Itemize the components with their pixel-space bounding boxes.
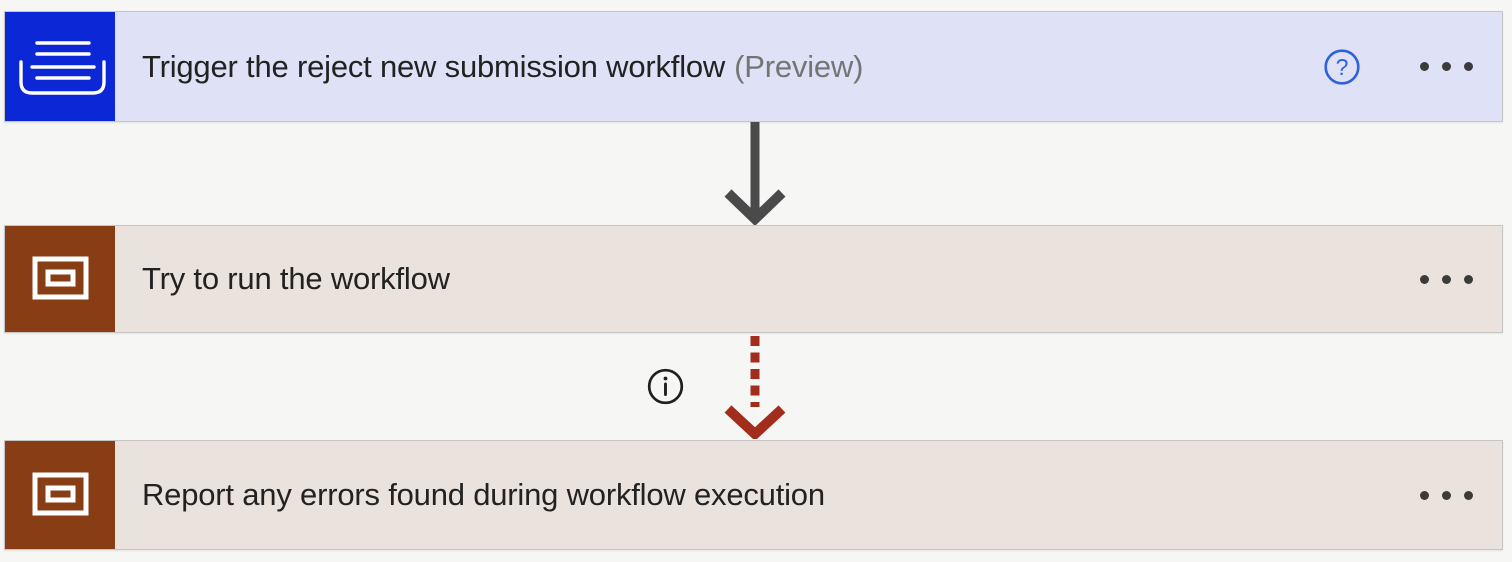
tray-trigger-icon <box>5 12 115 121</box>
scope-icon <box>5 441 115 549</box>
question-circle-icon: ? <box>1324 48 1360 85</box>
more-options-button[interactable] <box>1418 481 1475 510</box>
trigger-title-text: Trigger the reject new submission workfl… <box>142 48 726 84</box>
ellipsis-dot <box>1420 62 1429 71</box>
info-button[interactable] <box>646 367 685 406</box>
ellipsis-dot <box>1420 490 1429 500</box>
preview-label: (Preview) <box>734 48 864 84</box>
report-scope-title-text: Report any errors found during workflow … <box>142 477 825 512</box>
card-actions <box>1418 481 1475 510</box>
more-options-button[interactable] <box>1418 52 1475 81</box>
ellipsis-dot <box>1442 274 1451 284</box>
try-scope-title-text: Try to run the workflow <box>142 261 450 296</box>
ellipsis-dot <box>1442 490 1451 500</box>
try-scope-card[interactable]: Try to run the workflow <box>4 225 1503 333</box>
report-scope-card[interactable]: Report any errors found during workflow … <box>4 440 1503 550</box>
card-title: Trigger the reject new submission workfl… <box>115 49 863 85</box>
solid-arrow-connector <box>713 122 797 225</box>
more-options-button[interactable] <box>1418 265 1475 294</box>
card-actions: ? <box>1322 47 1475 87</box>
ellipsis-dot <box>1442 62 1451 71</box>
dashed-arrow-connector <box>713 334 797 439</box>
ellipsis-dot <box>1464 490 1473 500</box>
card-title: Try to run the workflow <box>115 261 450 297</box>
info-circle-icon <box>647 368 684 405</box>
ellipsis-dot <box>1464 62 1473 71</box>
help-button[interactable]: ? <box>1322 47 1362 87</box>
card-actions <box>1418 265 1475 294</box>
ellipsis-dot <box>1420 274 1429 284</box>
ellipsis-dot <box>1464 274 1473 284</box>
scope-icon <box>5 226 115 332</box>
down-arrow-icon <box>724 122 786 225</box>
question-glyph: ? <box>1336 54 1349 80</box>
card-title: Report any errors found during workflow … <box>115 477 825 513</box>
trigger-card[interactable]: Trigger the reject new submission workfl… <box>4 11 1503 122</box>
dashed-down-arrow-icon <box>724 336 786 439</box>
